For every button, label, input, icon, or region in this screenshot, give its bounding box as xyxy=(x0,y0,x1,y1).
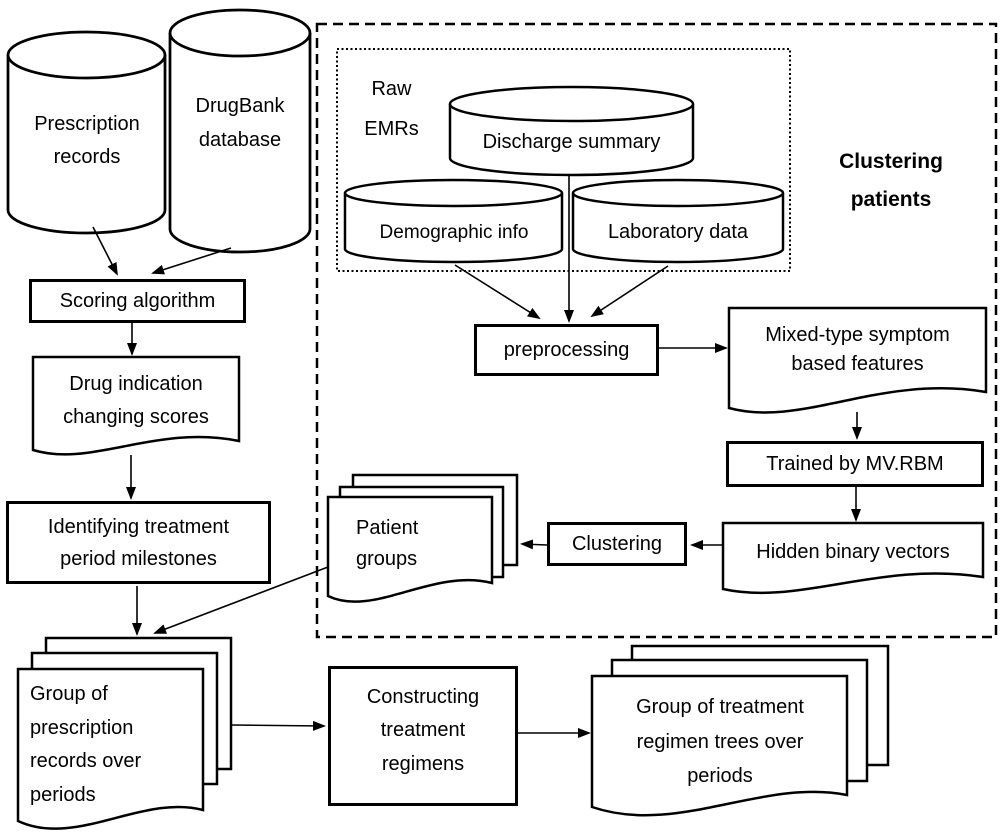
laboratory-data-label: Laboratory data xyxy=(607,220,749,243)
flow-arrows xyxy=(92,175,862,738)
group-regimen-trees-document xyxy=(590,674,849,817)
arrow-prescription-to-scoring xyxy=(92,226,118,276)
arrow-laboratory-to-preprocessing xyxy=(590,265,669,318)
raw-emrs-label: Raw EMRs xyxy=(364,78,419,140)
group-regimen-trees-stack xyxy=(590,644,890,817)
discharge-summary-cylinder xyxy=(448,85,695,177)
group-prescription-records-stack xyxy=(16,636,233,830)
hidden-binary-vectors-label: Hidden binary vectors xyxy=(756,540,950,563)
scoring-algorithm-box: Scoring algorithm xyxy=(29,279,246,323)
arrow-patientgroups-to-groups xyxy=(153,566,329,634)
hidden-binary-vectors-document xyxy=(721,521,985,595)
database-cylinders xyxy=(6,8,785,264)
prescription-records-cylinder xyxy=(6,30,167,235)
prescription-records-label: Prescription records xyxy=(34,113,140,168)
group-prescription-records-document xyxy=(16,667,205,830)
raw-emrs-dotted-box xyxy=(336,48,791,272)
group-prescription-records-label: Group of prescription records over perio… xyxy=(30,683,142,806)
clustering-patients-dashed-box xyxy=(315,22,998,639)
laboratory-data-cylinder xyxy=(571,178,785,264)
arrow-groups-to-constructing xyxy=(230,720,326,731)
discharge-summary-label: Discharge summary xyxy=(482,130,661,153)
patient-groups-label: Patient groups xyxy=(356,517,419,570)
mixed-type-features-label: Mixed-type symptom based features xyxy=(765,324,950,375)
drug-indication-scores-label: Drug indication changing scores xyxy=(63,373,209,428)
patient-groups-stack xyxy=(326,473,519,603)
arrow-demographic-to-preprocessing xyxy=(454,264,541,320)
drug-indication-scores-document xyxy=(31,355,241,456)
constructing-regimens-box: Constructing treatment regimens xyxy=(328,666,518,806)
demographic-info-cylinder xyxy=(343,178,564,264)
trained-by-mvrbm-box: Trained by MV.RBM xyxy=(726,441,984,487)
drugbank-database-label: DrugBank database xyxy=(195,95,285,151)
preprocessing-box: preprocessing xyxy=(474,324,659,376)
clustering-patients-label: Clustering patients xyxy=(839,150,943,211)
mixed-type-features-document xyxy=(727,306,988,414)
group-regimen-trees-label: Group of treatment regimen trees over pe… xyxy=(636,696,804,788)
demographic-info-label: Demographic info xyxy=(379,221,529,243)
patient-groups-document xyxy=(326,495,494,603)
clustering-box: Clustering xyxy=(547,522,687,566)
identifying-milestones-box: Identifying treatment period milestones xyxy=(6,501,271,584)
single-documents xyxy=(31,306,988,595)
drugbank-database-cylinder xyxy=(168,8,312,254)
arrow-clustering-to-patientgroups xyxy=(520,539,548,550)
arrow-drugbank-to-scoring xyxy=(151,247,232,275)
